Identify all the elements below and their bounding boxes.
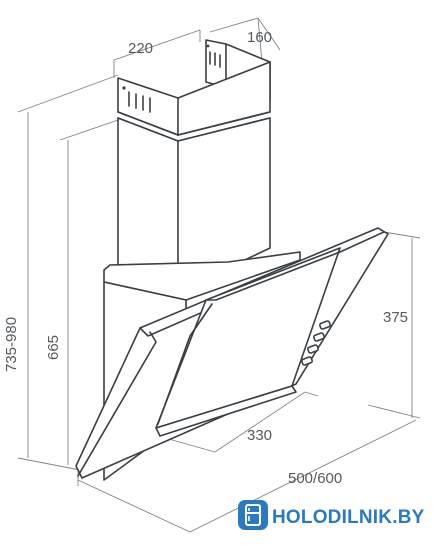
hood-body (75, 227, 389, 481)
dimension-bottom-depth: 330 (247, 427, 272, 444)
dimension-panel-height: 375 (383, 309, 408, 326)
vent-slots-left (122, 86, 151, 113)
brand-logo: HOLODILNIK.BY (238, 500, 425, 530)
brand-name: HOLODILNIK.BY (272, 507, 425, 528)
dimension-lines (17, 17, 421, 533)
dimension-body-height: 665 (45, 335, 62, 360)
dimension-total-height: 735-980 (3, 317, 20, 372)
dimension-width: 500/600 (288, 470, 342, 487)
dimension-chimney-width: 220 (128, 40, 153, 57)
chimney (117, 39, 271, 293)
control-buttons (301, 320, 331, 366)
dimension-chimney-depth: 160 (247, 29, 272, 46)
vent-slots-inner (206, 44, 221, 68)
